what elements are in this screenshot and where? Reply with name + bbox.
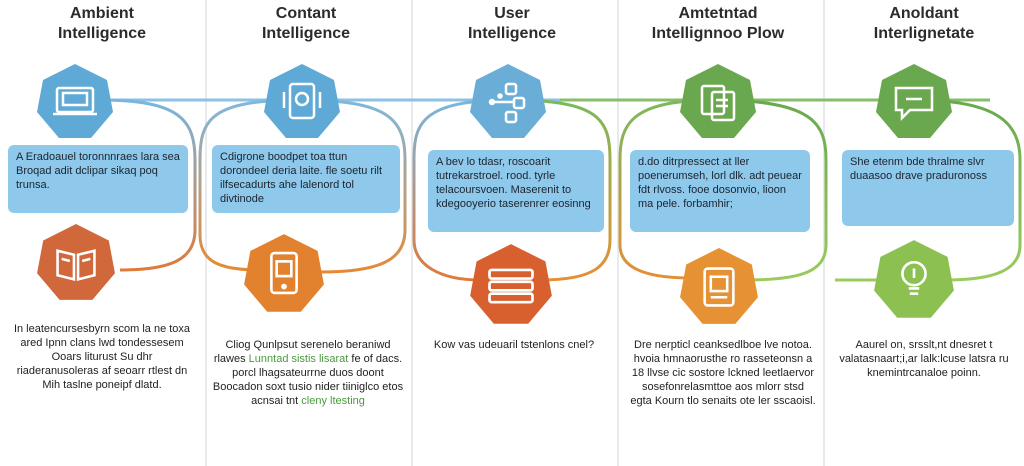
- light-bulb-icon: [901, 260, 927, 295]
- column-title-line: Interlignetate: [873, 25, 975, 42]
- column-title-line: Intellignnoo Plow: [651, 25, 785, 42]
- connector-loop: [618, 98, 716, 280]
- column-divider: [205, 0, 207, 466]
- documents-icon: [700, 84, 736, 122]
- column-automated-intelligence-flow: Amtetntad Intellignnoo Plow d.do ditrpre…: [618, 0, 823, 466]
- top-hexagon: [37, 64, 113, 138]
- column-title-line: Amtetntad: [678, 5, 758, 22]
- column-description: Aaurel on, srsslt,nt dnesret t valatasna…: [839, 339, 1009, 379]
- mobile-device-icon: [270, 251, 298, 295]
- column-title-line: Ambient: [70, 5, 134, 22]
- connector-loop: [299, 98, 407, 274]
- connector-loop: [509, 98, 612, 282]
- connector-loop: [714, 98, 828, 282]
- top-hexagon: [680, 64, 756, 138]
- column-title: Contant Intelligence: [206, 4, 406, 44]
- top-hexagon: [264, 64, 340, 138]
- description-highlight: cleny ltesting: [301, 395, 365, 407]
- column-description: Kow vas udeuaril tstenlons cnel?: [433, 339, 595, 351]
- column-description: Dre nerpticl ceanksedlboe lve notoa. hvo…: [630, 339, 816, 407]
- document-scan-icon: [282, 82, 322, 120]
- server-stack-icon: [488, 268, 534, 304]
- description-text: Cliog Qunlpsut serenelo beraniwd rlawes: [213, 339, 391, 365]
- column-divider: [411, 0, 413, 466]
- column-divider: [823, 0, 825, 466]
- connector-loop: [412, 98, 511, 282]
- bottom-hexagon: [874, 240, 954, 318]
- column-title-line: Anoldant: [889, 5, 959, 22]
- column-title-line: Contant: [275, 5, 337, 22]
- column-title: Anoldant Interlignetate: [824, 4, 1024, 44]
- connector-loop: [99, 98, 197, 272]
- column-abundant-intelligence: Anoldant Interlignetate She etenm bde th…: [824, 0, 1024, 466]
- info-box: A bev lo tdasr, roscoarit tutrekarstroel…: [428, 150, 604, 232]
- column-divider: [617, 0, 619, 466]
- column-title: Amtetntad Intellignnoo Plow: [618, 4, 818, 44]
- network-nodes-icon: [488, 82, 526, 124]
- column-title-line: Intelligence: [261, 25, 351, 42]
- info-box: A Eradoauel toronnnraes lara sea Broqad …: [8, 145, 188, 213]
- description-text: fe of dacs. porcl lhagsateurrne duos doo…: [212, 353, 404, 407]
- bottom-hexagon: [244, 234, 324, 312]
- column-title-line: Intelligence: [467, 25, 557, 42]
- top-hexagon: [470, 64, 546, 138]
- bottom-hexagon: [470, 244, 552, 324]
- bottom-hexagon: [37, 224, 115, 300]
- column-title: Ambient Intelligence: [2, 4, 202, 44]
- description-highlight: Lunntad sistis lisarat: [248, 353, 349, 365]
- column-description: In leatencursesbyrn scom la ne toxa ared…: [13, 323, 191, 391]
- top-hexagon: [876, 64, 952, 138]
- connector-loop: [198, 98, 301, 272]
- column-user-intelligence: User Intelligence A bev lo tdasr, roscoa…: [412, 0, 617, 466]
- tablet-icon: [53, 86, 97, 116]
- chat-bubble-icon: [894, 86, 934, 122]
- connector-loop: [914, 98, 1022, 282]
- column-ambient-intelligence: Ambient Intelligence A Eradoauel toronnn…: [0, 0, 205, 466]
- column-title-line: User: [494, 5, 530, 22]
- clipboard-icon: [703, 267, 735, 307]
- column-title-line: Intelligence: [57, 25, 147, 42]
- info-box: d.do ditrpressect at ller poenerumseh, l…: [630, 150, 810, 232]
- info-box: She etenm bde thralme slvr duaasoo drave…: [842, 150, 1014, 226]
- column-title: User Intelligence: [412, 4, 612, 44]
- column-description: Cliog Qunlpsut serenelo beraniwd rlawes …: [210, 338, 406, 408]
- column-content-intelligence: Contant Intelligence Cdigrone boodpet to…: [206, 0, 411, 466]
- bottom-hexagon: [680, 248, 758, 324]
- info-box: Cdigrone boodpet toa ttun dorondeel deri…: [212, 145, 400, 213]
- open-book-icon: [56, 249, 96, 282]
